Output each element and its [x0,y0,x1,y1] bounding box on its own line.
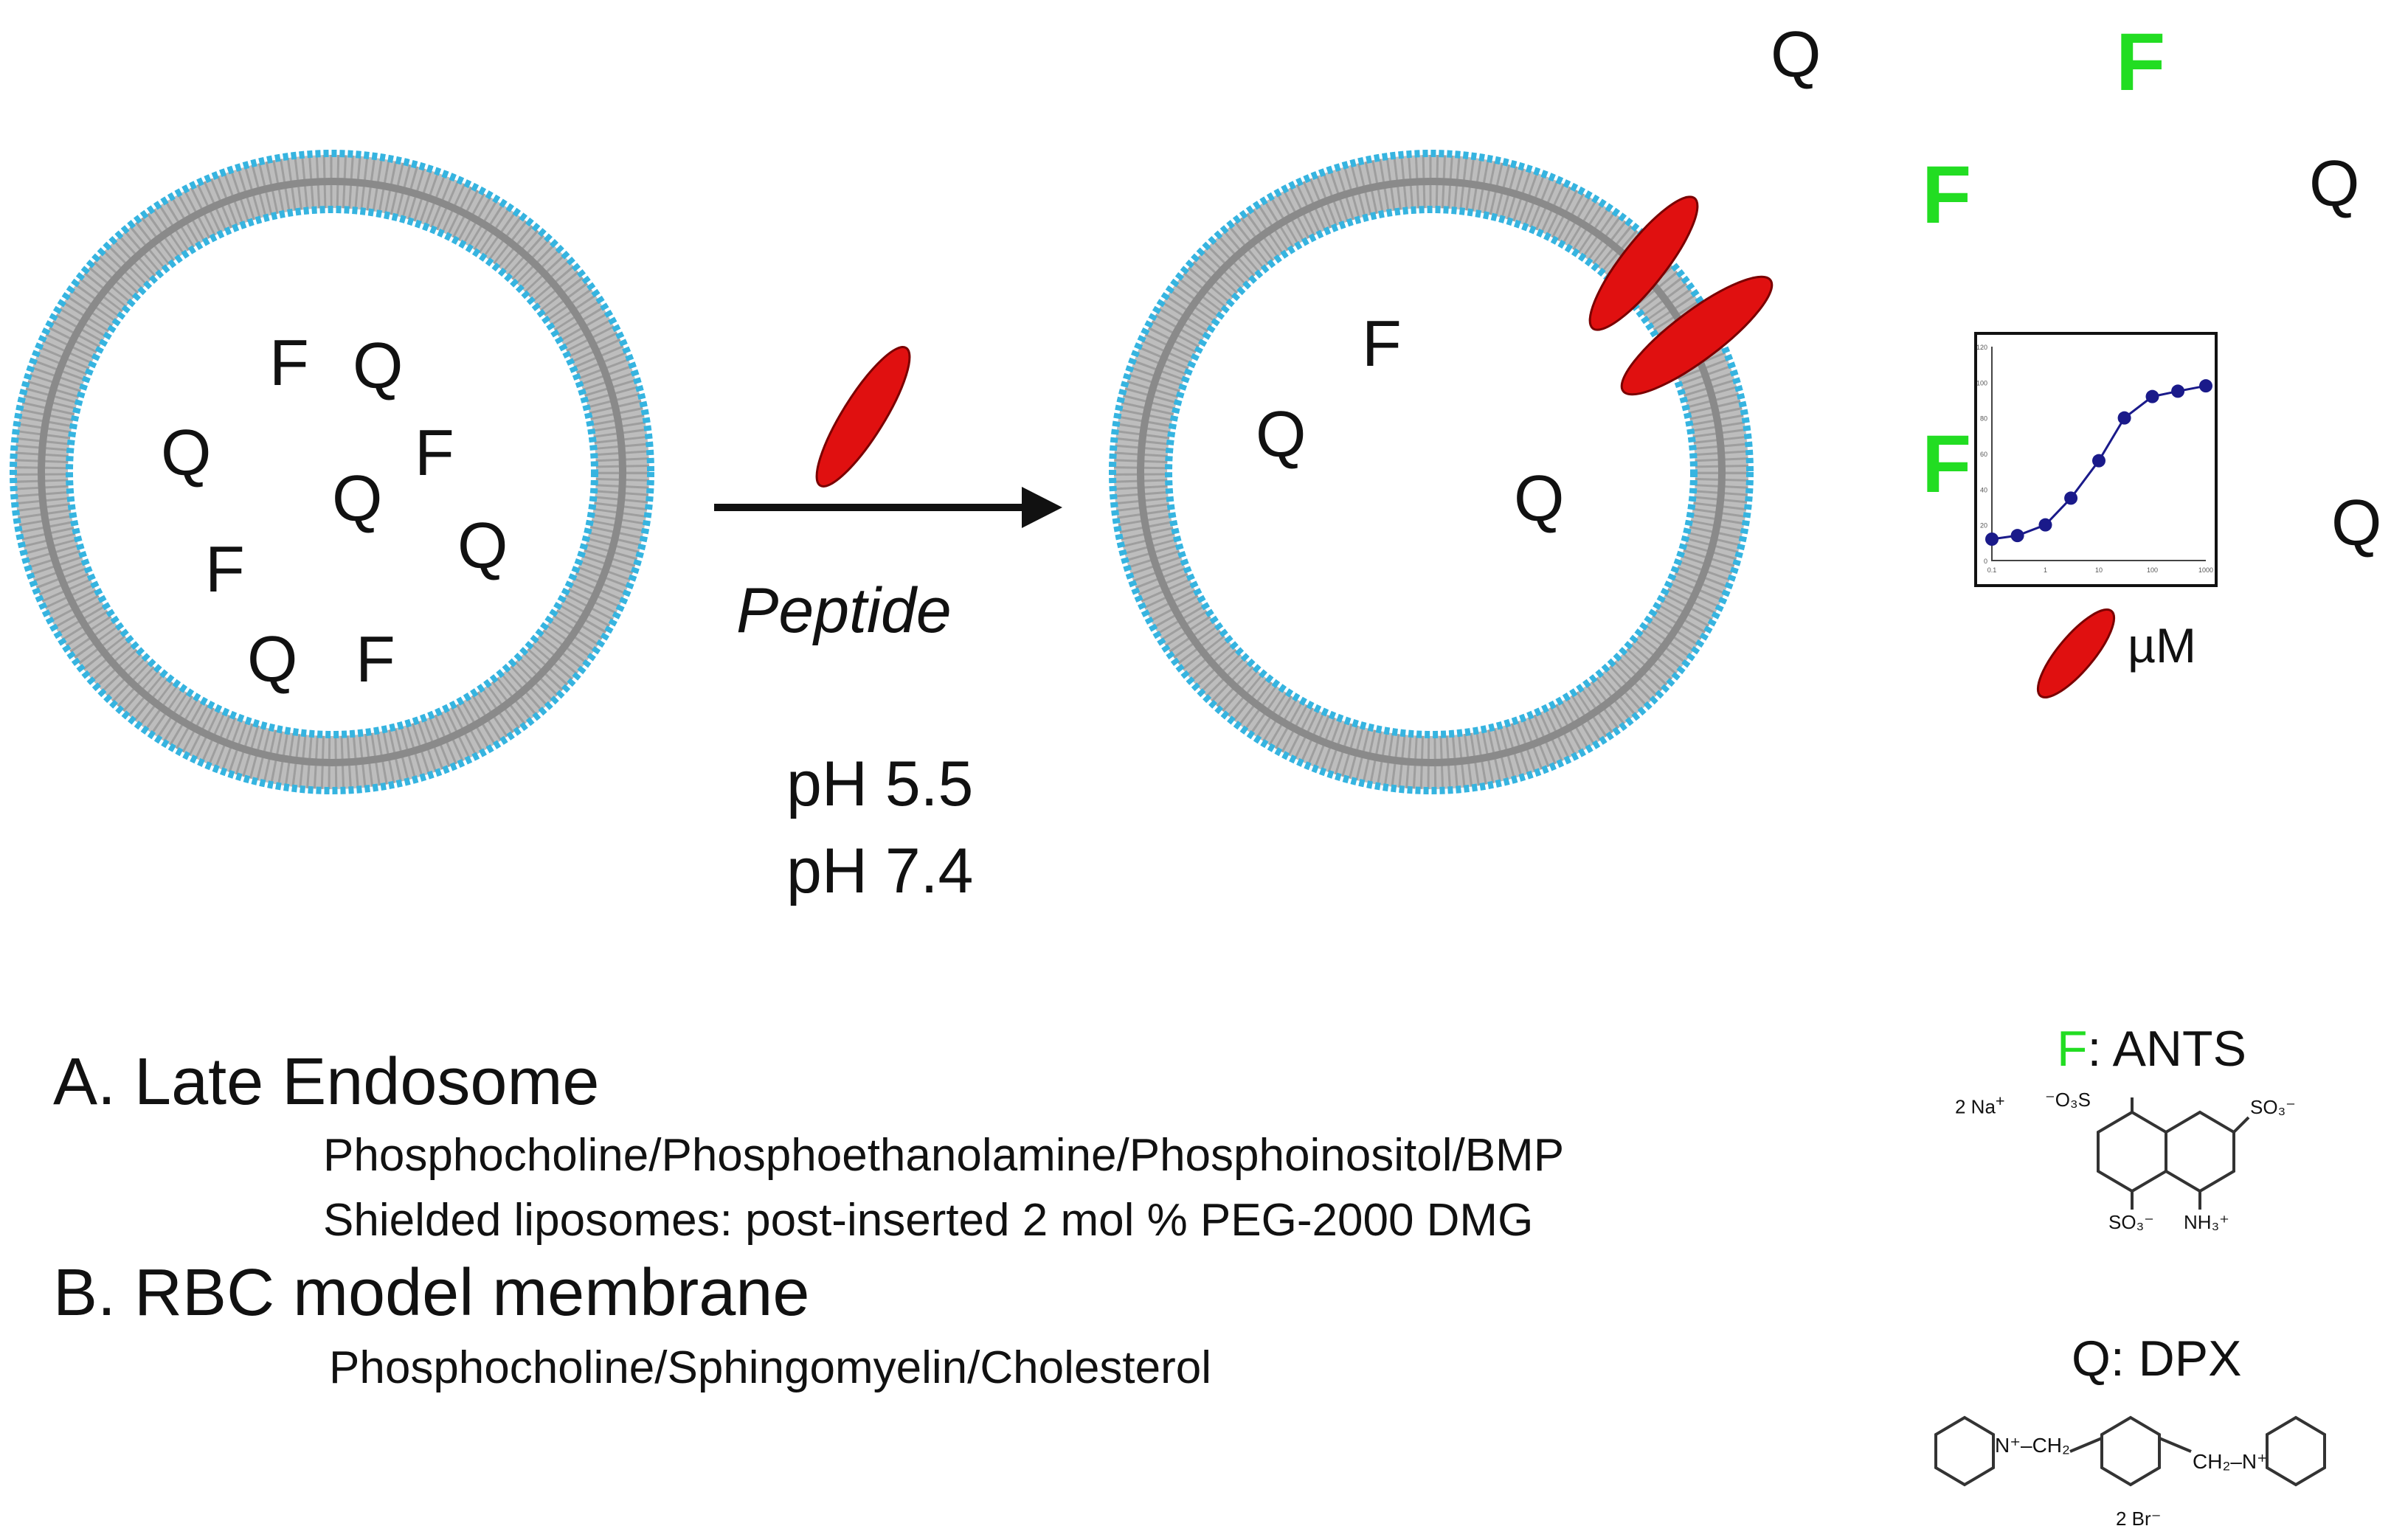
peptide-legend [2036,608,2116,698]
peptide-inserted-1 [1588,195,1699,331]
fluorophore-letter: F [415,416,454,489]
inset-plot-area: 0 20 40 60 80 100 120 0.1 1 10 100 1000 [1976,344,2213,574]
fluorophore-letter: F [1362,307,1402,380]
y-tick-label: 100 [1976,379,1987,386]
x-tick-label: 0.1 [1987,566,1997,574]
released-fluorophore: F [1922,419,1972,510]
outer-headgroups [10,150,654,794]
naphthalene-ring-right [2165,1110,2235,1193]
bond [2232,1116,2250,1134]
ants-sulfonate-right: SO₃⁻ [2250,1096,2296,1118]
inset-axes [1991,347,2206,561]
dpx-linker-left: N⁺–CH₂ [1995,1434,2070,1457]
outer-headgroups [1109,150,1754,794]
quencher-letter: Q [332,462,383,535]
bond [2069,1437,2103,1453]
x-tick-label: 1000 [2198,566,2213,574]
y-tick-label: 0 [1984,558,1987,565]
leakage-point [2038,518,2052,532]
released-quencher: Q [2309,147,2360,220]
membrane-b-title: B. RBC model membrane [53,1256,810,1330]
ants-name: : ANTS [2087,1021,2246,1077]
fluorophore-letter: F [269,326,309,399]
leakage-point [2064,491,2078,505]
y-tick-label: 60 [1980,451,1987,458]
released-fluorophore: F [2116,17,2166,108]
y-tick-label: 120 [1976,344,1987,351]
fluorophore-letter: F [356,622,395,696]
peptide-above-arrow [815,346,911,488]
released-quencher: Q [1771,18,1821,91]
reaction-arrow [714,487,1062,528]
inner-headgroups [1165,206,1698,738]
naphthalene-ring-left [2097,1110,2167,1193]
ants-sulfonate-left: ⁻O₃S [2045,1089,2091,1111]
fluorophore-letter: F [205,533,245,606]
x-tick-label: 10 [2095,566,2103,574]
concentration-unit: µM [2128,618,2197,673]
leakage-point [2199,379,2212,393]
x-tick-label: 100 [2147,566,2158,574]
leakage-inset-chart: 0 20 40 60 80 100 120 0.1 1 10 100 1000 [1974,332,2218,587]
leakage-point [2092,454,2105,468]
ants-counterion: 2 Na+ [1955,1092,2005,1118]
dpx-structure [1934,1415,2326,1487]
ph-condition: pH 7.4 [786,836,974,906]
ph-condition: pH 5.5 [786,749,974,819]
leakage-point [2010,529,2024,543]
quencher-letter: Q [1514,462,1565,535]
dpx-linker-right: CH₂–N⁺ [2193,1450,2268,1473]
peptide-inserted-2 [1620,275,1774,396]
quencher-letter: Q [247,622,298,696]
leakage-point [2117,411,2131,425]
ants-title: F: ANTS [2057,1024,2246,1074]
benzene-ring [2100,1415,2161,1487]
released-fluorophore: F [1922,150,1972,240]
y-tick-label: 20 [1980,522,1987,530]
arrow-head [1022,487,1062,528]
pyridinium-ring-left [1934,1415,1995,1487]
y-tick-label: 40 [1980,486,1987,493]
membrane-a-shielded: Shielded liposomes: post-inserted 2 mol … [323,1195,1534,1246]
quencher-letter: Q [161,416,212,489]
ants-structure [2097,1097,2250,1210]
inner-headgroups [66,206,598,738]
dpx-title: Q: DPX [2072,1331,2242,1387]
released-quencher: Q [2331,486,2382,559]
membrane-a-title: A. Late Endosome [53,1045,600,1119]
membrane-b-composition: Phosphocholine/Sphingomyelin/Cholesterol [329,1342,1211,1393]
bilayer-midplane [38,178,626,766]
dpx-counterion: 2 Br⁻ [2116,1508,2162,1530]
membrane-a-composition: Phosphocholine/Phosphoethanolamine/Phosp… [323,1130,1565,1181]
y-tick-label: 80 [1980,415,1987,423]
quencher-letter: Q [457,509,508,582]
ants-sulfonate-bottom: SO₃⁻ [2108,1211,2154,1233]
bond [2159,1437,2192,1453]
quencher-letter: Q [353,329,404,402]
permeabilized-liposome [1109,150,1754,794]
leakage-point [1985,533,1999,546]
leakage-point [2171,384,2185,398]
bilayer-midplane [1137,178,1726,766]
quencher-letter: Q [1256,398,1307,471]
ants-amine: NH₃⁺ [2184,1211,2229,1233]
ants-letter: F [2057,1021,2088,1077]
intact-liposome [10,150,654,794]
x-tick-label: 1 [2044,566,2047,574]
leakage-point [2145,389,2159,403]
pyridinium-ring-right [2266,1415,2326,1487]
arrow-label: Peptide [736,575,952,646]
